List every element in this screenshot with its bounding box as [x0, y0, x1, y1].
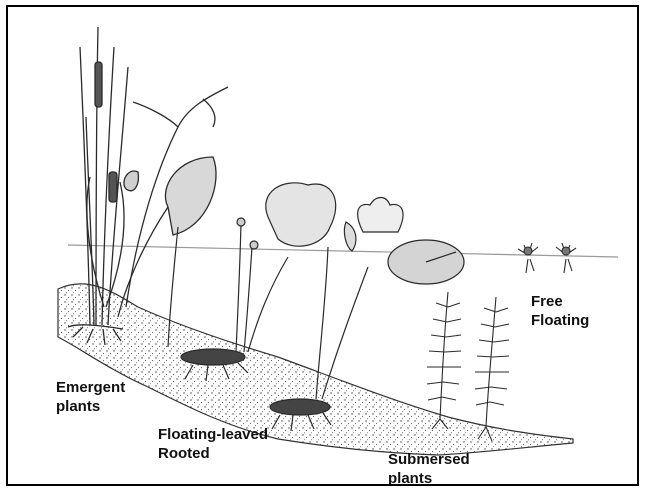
label-emergent-line1: Emergent [56, 378, 125, 397]
label-floating-leaved-line2: Rooted [158, 444, 268, 463]
free-floating-plants-drawing [518, 243, 576, 273]
label-free-floating-line1: Free [531, 292, 589, 311]
water-surface [68, 245, 618, 257]
diagram-frame: Emergent plants Floating-leaved Rooted S… [6, 5, 639, 486]
label-submersed-line2: plants [388, 469, 470, 486]
label-floating-leaved-line1: Floating-leaved [158, 425, 268, 444]
label-submersed-plants: Submersed plants [388, 450, 470, 486]
label-emergent-plants: Emergent plants [56, 378, 125, 416]
label-floating-leaved-rooted: Floating-leaved Rooted [158, 425, 268, 463]
label-submersed-line1: Submersed [388, 450, 470, 469]
sediment-bank [58, 284, 573, 455]
label-free-floating-line2: Floating [531, 311, 589, 330]
label-emergent-line2: plants [56, 397, 125, 416]
label-free-floating: Free Floating [531, 292, 589, 330]
